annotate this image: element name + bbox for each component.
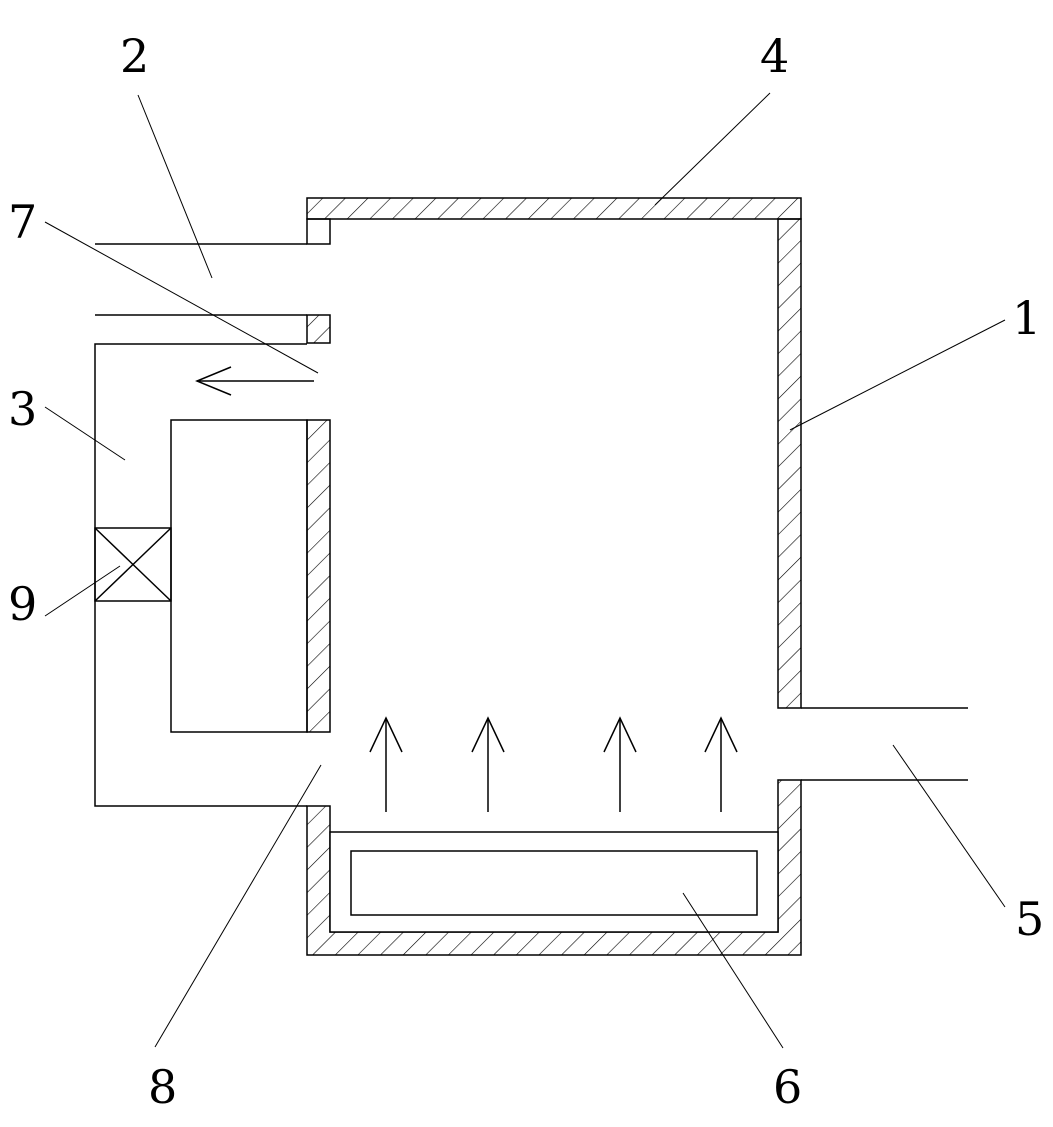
heating-element <box>350 850 758 916</box>
fan-cross-2 <box>94 527 172 602</box>
label-8: 8 <box>148 1060 177 1114</box>
left-wall-mid-stub <box>306 314 331 344</box>
fan-box <box>94 527 172 602</box>
up-arrow-icon-4 <box>704 716 738 812</box>
up-arrow-icon-3 <box>603 716 637 812</box>
leader-4 <box>654 92 771 206</box>
label-7: 7 <box>8 195 37 249</box>
up-arrow-icon-1 <box>369 716 403 812</box>
up-arrow-icon-2 <box>471 716 505 812</box>
label-2: 2 <box>120 29 149 83</box>
leader-2 <box>137 94 213 279</box>
leader-3 <box>44 406 126 461</box>
label-6: 6 <box>773 1060 802 1114</box>
label-3: 3 <box>8 382 37 436</box>
left-wall-main <box>306 419 331 733</box>
label-5: 5 <box>1015 892 1044 946</box>
left-wall-upper-stub <box>306 218 331 245</box>
label-1: 1 <box>1012 291 1041 345</box>
leader-6 <box>682 892 784 1049</box>
leader-1 <box>789 319 1006 431</box>
leader-5 <box>892 744 1006 908</box>
right-wall <box>777 218 802 709</box>
label-4: 4 <box>760 29 789 83</box>
left-arrow-icon <box>195 366 314 396</box>
leader-9 <box>44 565 121 617</box>
return-duct-outline <box>94 343 307 807</box>
top-wall <box>306 197 802 220</box>
label-9: 9 <box>8 577 37 631</box>
inner-block <box>170 419 308 733</box>
leader-8 <box>154 764 322 1048</box>
leader-7 <box>44 221 319 374</box>
